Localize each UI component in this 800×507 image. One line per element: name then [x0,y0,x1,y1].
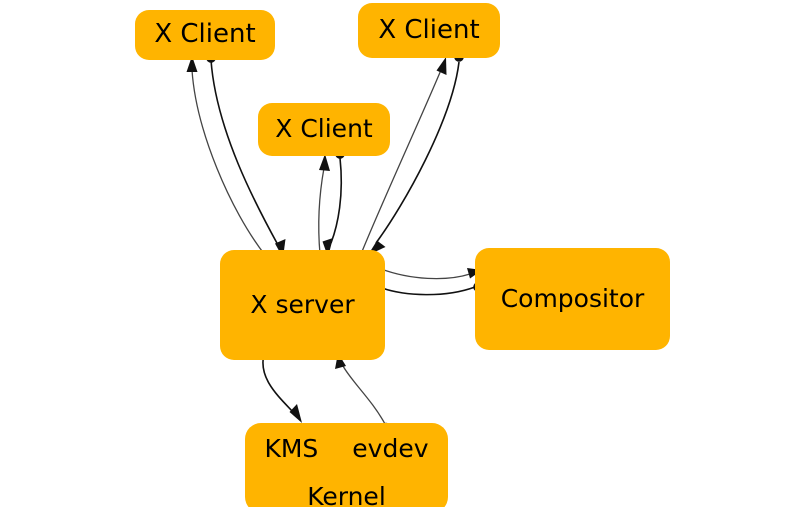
edge-xserver-to-client-middle [315,154,330,260]
kernel-label-kernel: Kernel [307,482,386,507]
edge-client-middle-to-xserver [322,149,345,257]
kernel-subsystems-row: KMS evdev [245,434,448,464]
node-kernel[interactable]: KMS evdev Kernel [245,423,448,507]
node-x-client-left[interactable]: X Client [135,10,275,60]
kernel-label-kms: KMS [264,434,319,463]
node-label: X Client [378,14,480,45]
edge-compositor-to-xserver [369,282,483,296]
edge-xserver-to-compositor [369,261,482,280]
node-label: X server [250,289,355,319]
node-label: Compositor [500,283,645,313]
node-x-client-middle[interactable]: X Client [258,103,390,156]
edge-xserver-to-client-right [356,57,447,260]
edge-xserver-to-client-left [186,56,270,260]
node-label: X Client [154,19,256,50]
kernel-label-evdev: evdev [352,434,429,463]
node-compositor[interactable]: Compositor [475,248,670,350]
kernel-title-row: Kernel [245,482,448,507]
node-x-client-right[interactable]: X Client [358,3,500,58]
edge-evdev-to-xserver [335,353,391,432]
node-label: X Client [275,114,373,144]
node-x-server[interactable]: X server [220,250,385,360]
